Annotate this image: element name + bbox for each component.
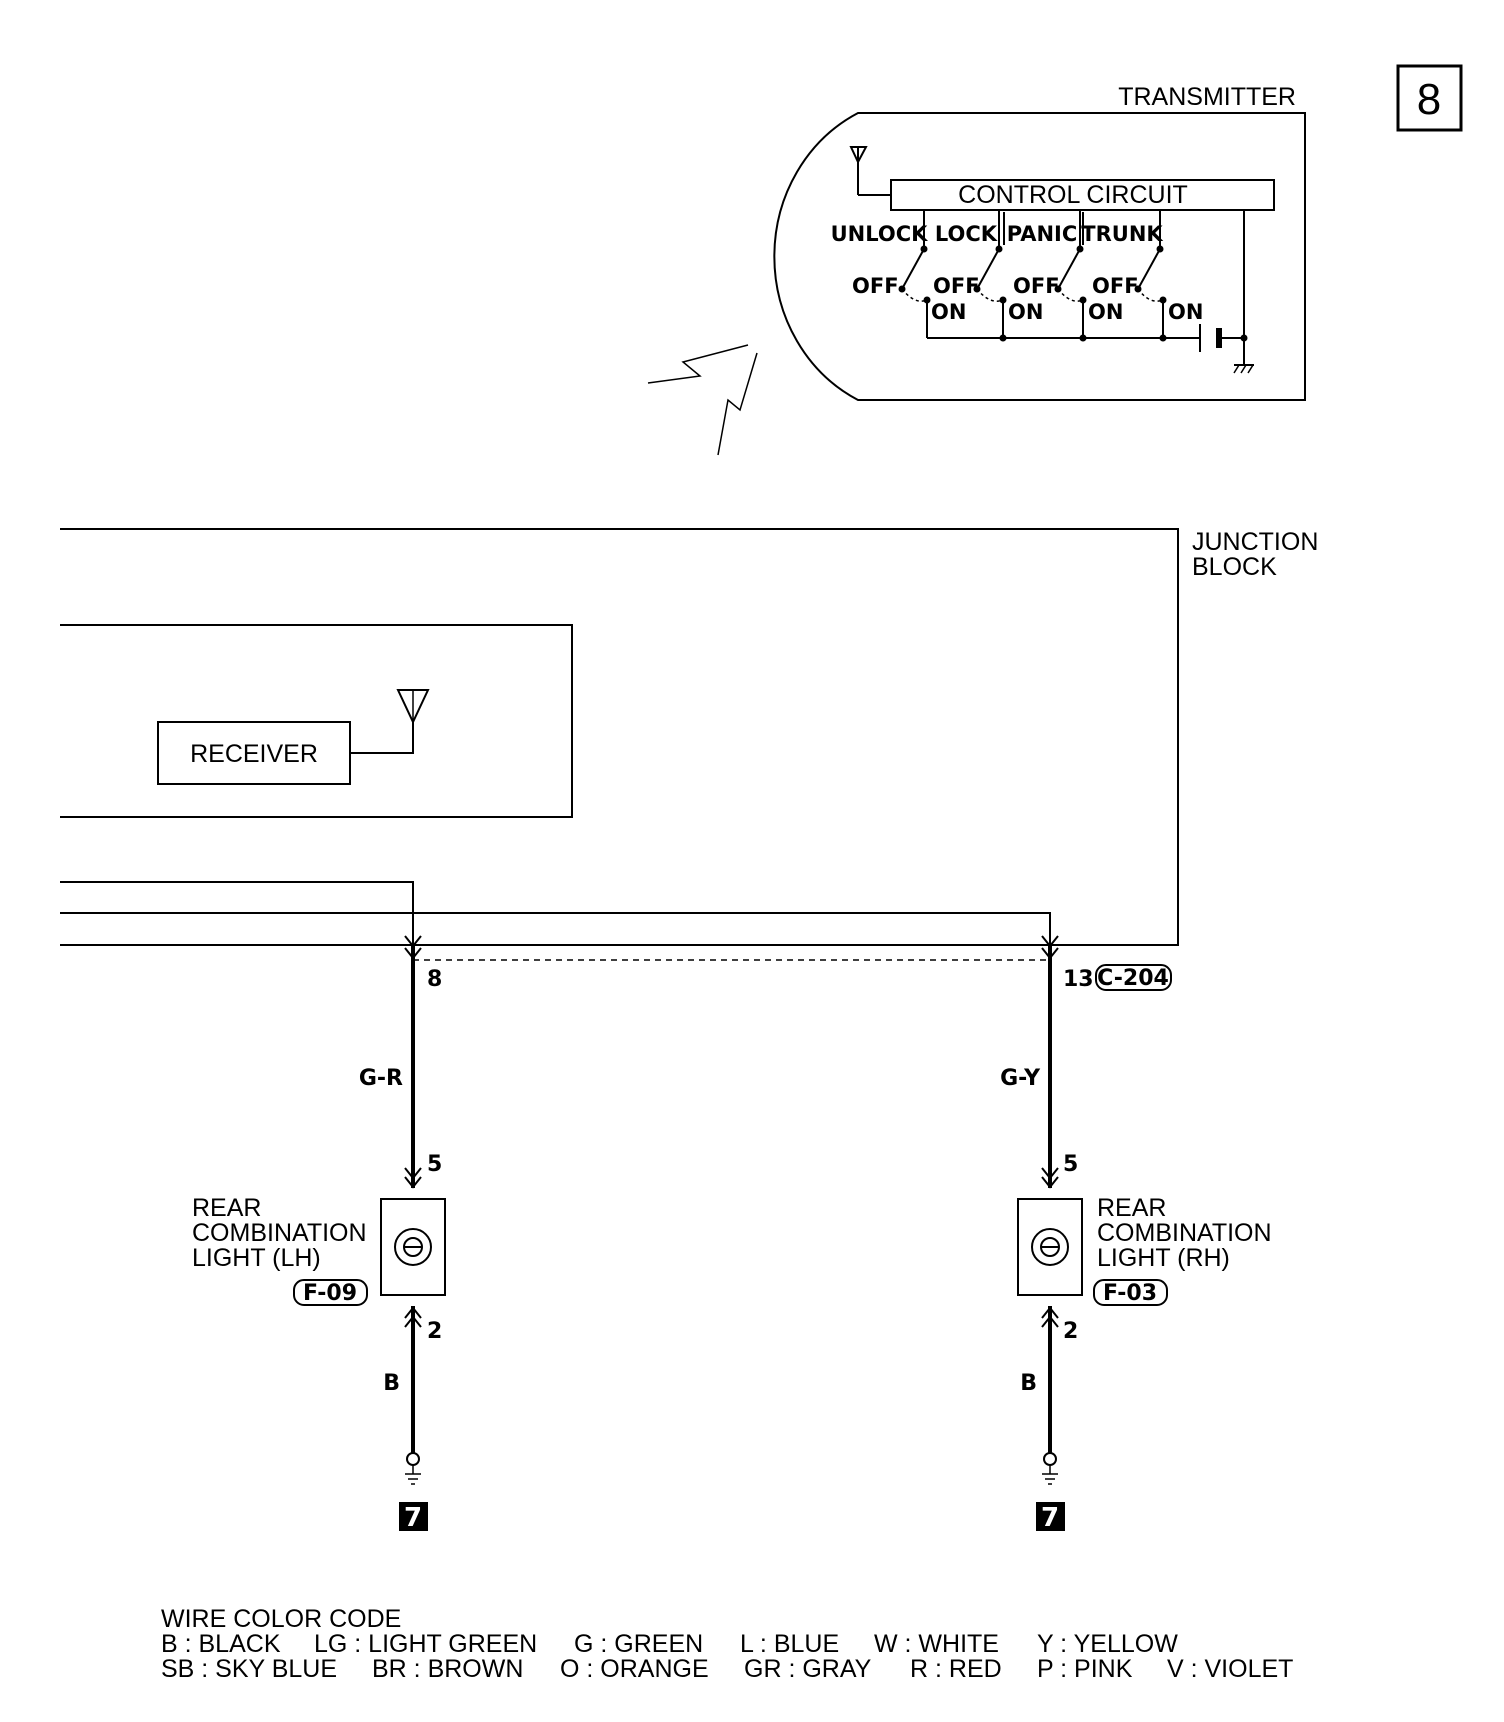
on-label-unlock: ON bbox=[931, 300, 966, 324]
left-lamp-connector-tag bbox=[294, 1280, 367, 1305]
right-lamp-bulb-icon bbox=[1032, 1229, 1068, 1265]
right-ref-box bbox=[1036, 1502, 1065, 1531]
left-lamp-box bbox=[381, 1199, 445, 1295]
left-lamp-bulb-icon bbox=[395, 1229, 431, 1265]
junction-block-label-2: BLOCK bbox=[1192, 553, 1277, 581]
off-label-lock: OFF bbox=[933, 274, 980, 298]
wire-color-code-legend: WIRE COLOR CODE B : BLACK LG : LIGHT GRE… bbox=[161, 1605, 1293, 1683]
switch-label-unlock: UNLOCK bbox=[831, 222, 929, 246]
left-lamp-pin-out: 2 bbox=[427, 1319, 442, 1344]
switch-trunk: OFF ON bbox=[1092, 210, 1203, 338]
left-wire-color: G-R bbox=[359, 1066, 403, 1091]
transmitter-outline bbox=[774, 113, 1305, 400]
right-ground-wire: B bbox=[1020, 1371, 1037, 1396]
switch-label-lock: LOCK bbox=[935, 222, 998, 246]
on-label-trunk: ON bbox=[1168, 300, 1203, 324]
legend-item: SB : SKY BLUE bbox=[161, 1655, 337, 1683]
transmitter: TRANSMITTER CONTROL CIRCUIT UNLOCK LOCK … bbox=[774, 83, 1305, 400]
junction-block: JUNCTION BLOCK RECEIVER bbox=[60, 528, 1318, 960]
legend-item: GR : GRAY bbox=[744, 1655, 872, 1683]
right-lamp-pin-out: 2 bbox=[1063, 1319, 1078, 1344]
legend-item: Y : YELLOW bbox=[1037, 1630, 1178, 1658]
transmitter-title: TRANSMITTER bbox=[1118, 83, 1296, 111]
right-ref-number: 7 bbox=[1041, 1503, 1059, 1533]
right-wire-color: G-Y bbox=[1000, 1066, 1041, 1091]
legend-item: BR : BROWN bbox=[372, 1655, 523, 1683]
left-ref-box bbox=[399, 1502, 428, 1531]
left-lamp-connector: F-09 bbox=[303, 1281, 357, 1306]
switch-panic: OFF ON bbox=[1013, 210, 1123, 338]
switch-label-trunk: TRUNK bbox=[1081, 222, 1163, 246]
page-number: 8 bbox=[1417, 75, 1441, 124]
ground-icon bbox=[1234, 365, 1254, 373]
junction-connector: C-204 bbox=[1097, 966, 1169, 991]
switch-unlock: OFF ON bbox=[852, 210, 966, 338]
right-lamp-connector-tag bbox=[1094, 1280, 1167, 1305]
battery-icon bbox=[927, 210, 1248, 365]
junction-block-label-1: JUNCTION bbox=[1192, 528, 1318, 556]
left-ground-icon bbox=[405, 1453, 421, 1484]
radio-signal-icon bbox=[648, 345, 757, 455]
legend-item: LG : LIGHT GREEN bbox=[314, 1630, 537, 1658]
switch-label-panic: PANIC bbox=[1007, 222, 1078, 246]
receiver-antenna-icon bbox=[350, 689, 430, 753]
legend-item: L : BLUE bbox=[740, 1630, 839, 1658]
control-circuit-label: CONTROL CIRCUIT bbox=[958, 181, 1188, 209]
on-label-panic: ON bbox=[1088, 300, 1123, 324]
control-circuit-box bbox=[891, 180, 1274, 210]
right-lamp-connector: F-03 bbox=[1103, 1281, 1157, 1306]
left-lamp-label-2: COMBINATION bbox=[192, 1219, 367, 1247]
left-ref-number: 7 bbox=[404, 1503, 422, 1533]
right-lamp-label-3: LIGHT (RH) bbox=[1097, 1244, 1230, 1272]
right-lamp-label-1: REAR bbox=[1097, 1194, 1166, 1222]
legend-item: G : GREEN bbox=[574, 1630, 703, 1658]
right-lamp-pin-in: 5 bbox=[1063, 1152, 1078, 1177]
left-lamp-pin-in: 5 bbox=[427, 1152, 442, 1177]
on-label-lock: ON bbox=[1008, 300, 1043, 324]
legend-item: O : ORANGE bbox=[560, 1655, 709, 1683]
left-ground-wire: B bbox=[383, 1371, 400, 1396]
legend-item: R : RED bbox=[910, 1655, 1002, 1683]
left-jb-pin: 8 bbox=[427, 967, 442, 992]
transmitter-antenna-icon bbox=[849, 146, 891, 195]
off-label-trunk: OFF bbox=[1092, 274, 1139, 298]
right-lamp-box bbox=[1018, 1199, 1082, 1295]
right-lamp-label-2: COMBINATION bbox=[1097, 1219, 1272, 1247]
junction-connector-tag bbox=[1096, 965, 1171, 990]
legend-title: WIRE COLOR CODE bbox=[161, 1605, 401, 1633]
off-label-panic: OFF bbox=[1013, 274, 1060, 298]
switch-lock: OFF ON bbox=[933, 210, 1043, 338]
off-label-unlock: OFF bbox=[852, 274, 899, 298]
page-number-box: 8 bbox=[1398, 66, 1461, 130]
receiver-label: RECEIVER bbox=[190, 740, 318, 768]
legend-item: W : WHITE bbox=[874, 1630, 999, 1658]
left-lamp-label-3: LIGHT (LH) bbox=[192, 1244, 321, 1272]
legend-item: B : BLACK bbox=[161, 1630, 281, 1658]
right-lamp-circuit: 13 C-204 G-Y 5 REAR COMBINATION LIGHT (R… bbox=[1000, 936, 1272, 1533]
right-ground-icon bbox=[1042, 1453, 1058, 1484]
legend-item: P : PINK bbox=[1037, 1655, 1133, 1683]
left-lamp-label-1: REAR bbox=[192, 1194, 261, 1222]
right-jb-pin: 13 bbox=[1063, 967, 1094, 992]
left-lamp-circuit: 8 G-R 5 REAR COMBINATION LIGHT (LH) F-09… bbox=[192, 936, 445, 1533]
legend-item: V : VIOLET bbox=[1167, 1655, 1293, 1683]
